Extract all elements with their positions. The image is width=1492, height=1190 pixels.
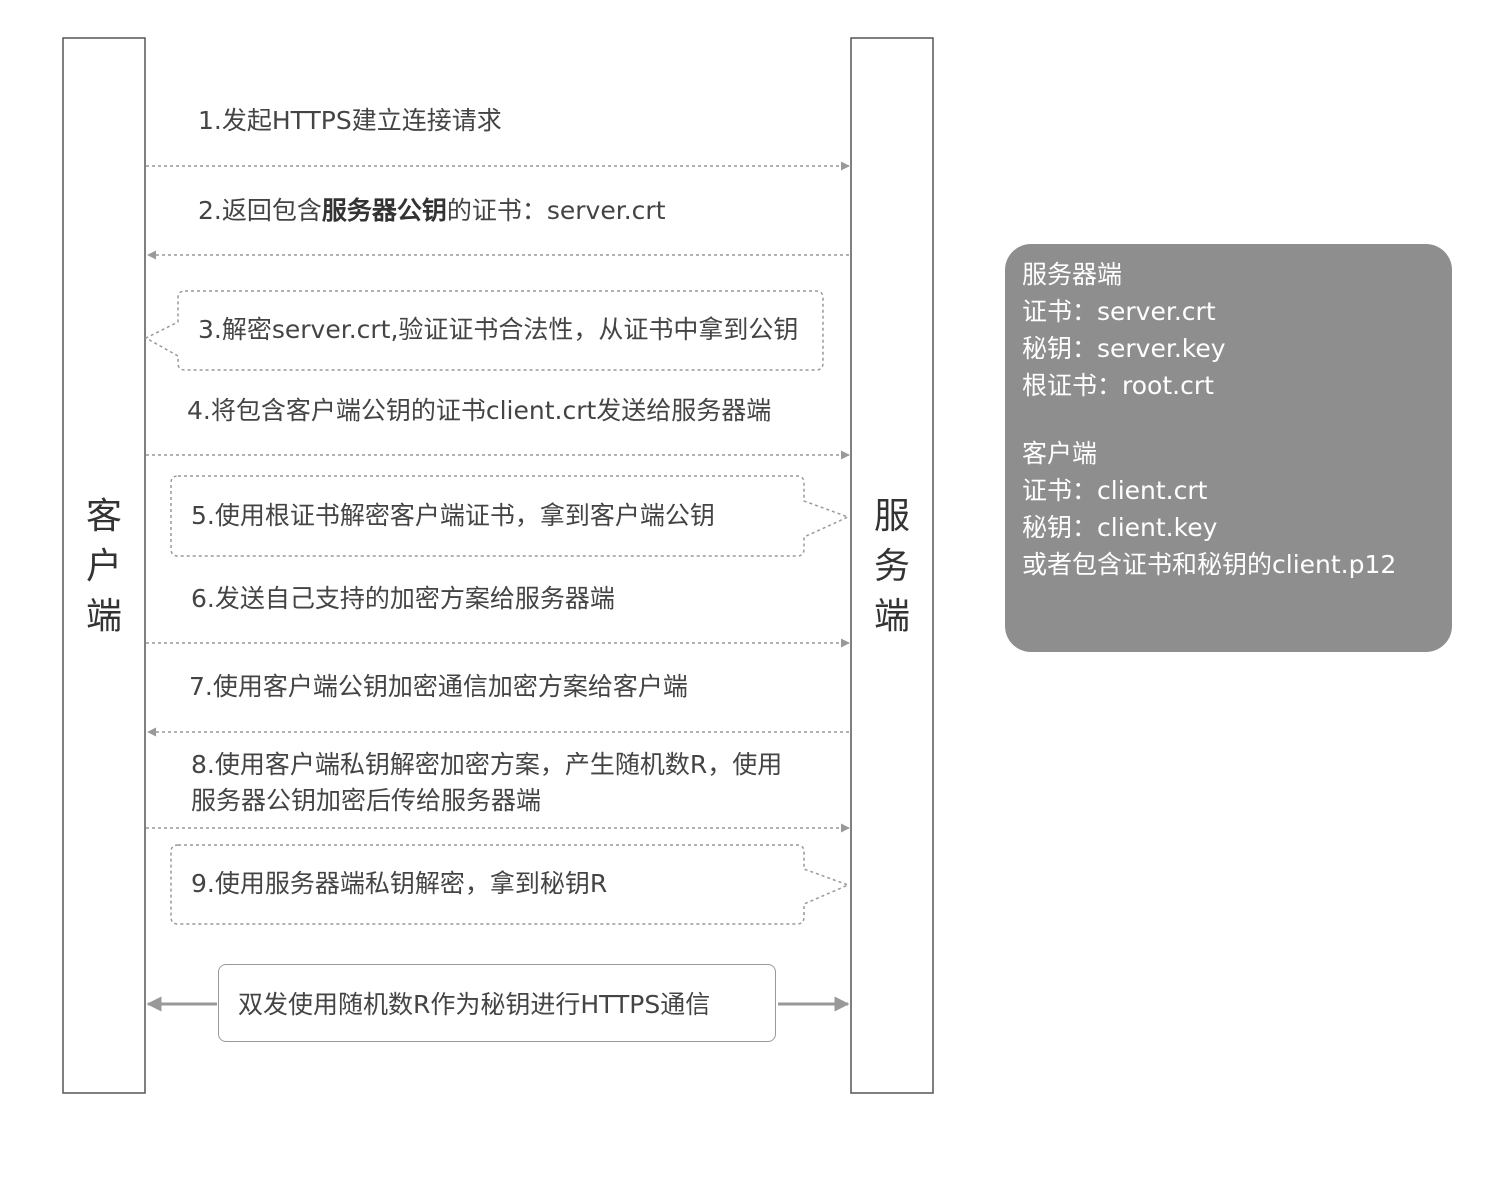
client-cert-line: 证书：client.crt [1022, 476, 1208, 505]
step-2-suffix: 的证书：server.crt [446, 196, 666, 225]
step-8-text: 8.使用客户端私钥解密加密方案，产生随机数R，使用服务器公钥加密后传给服务器端 [191, 750, 783, 815]
client-p12-line: 或者包含证书和秘钥的client.p12 [1022, 550, 1397, 579]
client-lane-box [62, 37, 146, 1094]
client-lane-label: 客 户 端 [63, 492, 145, 642]
step-6-text: 6.发送自己支持的加密方案给服务器端 [191, 584, 615, 613]
step-2-bold: 服务器公钥 [321, 196, 447, 225]
server-lane-box [850, 37, 934, 1094]
client-section-title: 客户端 [1022, 439, 1098, 468]
step-9-text: 9.使用服务器端私钥解密，拿到秘钥R [191, 869, 608, 898]
callout-step-3 [144, 290, 824, 371]
server-lane-label: 服 务 端 [851, 492, 933, 642]
client-label-char-2: 户 [85, 546, 122, 587]
final-step-box: 双发使用随机数R作为秘钥进行HTTPS通信 [218, 964, 776, 1042]
panel-spacer [1022, 404, 1435, 435]
step-2-text: 2.返回包含服务器公钥的证书：server.crt [198, 193, 666, 229]
client-label-char-3: 端 [85, 596, 122, 637]
server-cert-line: 证书：server.crt [1022, 297, 1216, 326]
step-2-prefix: 2.返回包含 [198, 196, 322, 225]
step-5-text: 5.使用根证书解密客户端证书，拿到客户端公钥 [191, 501, 715, 530]
server-root-cert-line: 根证书：root.crt [1022, 371, 1214, 400]
step-1-text: 1.发起HTTPS建立连接请求 [198, 106, 502, 135]
final-step-text: 双发使用随机数R作为秘钥进行HTTPS通信 [238, 990, 711, 1019]
server-section-title: 服务器端 [1022, 260, 1123, 289]
step-7-text: 7.使用客户端公钥加密通信加密方案给客户端 [189, 672, 688, 701]
server-label-char-2: 务 [873, 546, 910, 587]
client-key-line: 秘钥：client.key [1022, 513, 1218, 542]
client-label-char-1: 客 [85, 496, 122, 537]
server-key-line: 秘钥：server.key [1022, 334, 1226, 363]
server-label-char-3: 端 [873, 596, 910, 637]
step-3-text: 3.解密server.crt,验证证书合法性，从证书中拿到公钥 [198, 315, 799, 344]
server-label-char-1: 服 [873, 496, 910, 537]
cert-info-panel: 服务器端 证书：server.crt 秘钥：server.key 根证书：roo… [1005, 244, 1452, 652]
step-4-text: 4.将包含客户端公钥的证书client.crt发送给服务器端 [187, 396, 772, 425]
